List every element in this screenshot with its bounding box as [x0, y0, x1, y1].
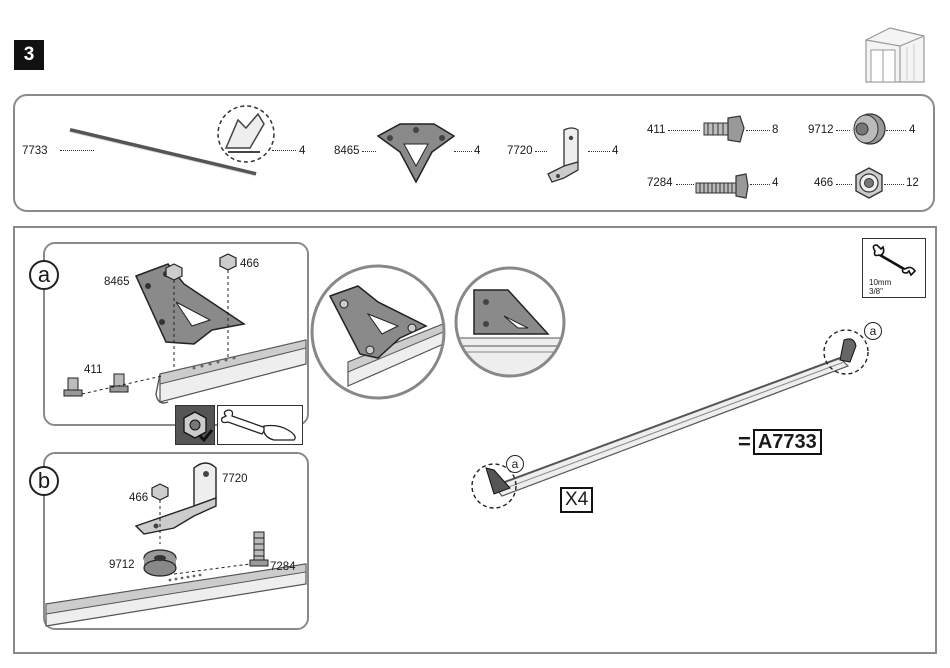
part-7284-qty: 4	[772, 177, 778, 189]
leader-dots	[884, 184, 904, 185]
leader-dots	[668, 130, 700, 131]
leader-dots	[836, 130, 850, 131]
zoom-detail-1	[308, 262, 448, 402]
part-466-qty: 12	[906, 177, 919, 189]
tool-size-inch: 3/8"	[869, 287, 883, 296]
leader-dots	[362, 151, 376, 152]
result-equals: =	[738, 429, 751, 455]
tool-size-panel: 10mm 3/8"	[862, 238, 926, 298]
part-7733-qty: 4	[299, 145, 305, 157]
leader-dots	[454, 151, 472, 152]
leader-dots	[836, 184, 852, 185]
result-multiplier: X4	[560, 487, 593, 513]
detail-a-bracket-label: 8465	[104, 276, 130, 288]
detail-a-nut-label: 466	[240, 258, 259, 270]
shed-icon	[860, 22, 930, 88]
part-7720-code: 7720	[507, 145, 533, 157]
part-7284-code: 7284	[647, 177, 673, 189]
part-8465-qty: 4	[474, 145, 480, 157]
part-9712-code: 9712	[808, 124, 834, 136]
leader-dots	[588, 151, 610, 152]
detail-a-drawing	[44, 244, 308, 424]
marker-a-right: a	[864, 322, 882, 340]
detail-b-nut-label: 466	[129, 492, 148, 504]
tool-size-mm: 10mm	[869, 278, 891, 287]
nut-466-image	[852, 166, 886, 200]
marker-a-left: a	[506, 455, 524, 473]
leader-dots	[60, 150, 94, 151]
assembled-rail-drawing	[460, 318, 890, 514]
rail-7733-image	[60, 100, 280, 180]
bracket-8465-image	[376, 122, 456, 186]
detail-b-bolt-label: 7284	[270, 561, 296, 573]
detail-a-bolt-label: 411	[84, 364, 102, 376]
wrench-hand-hint	[217, 405, 303, 445]
leader-dots	[886, 130, 906, 131]
leader-dots	[676, 184, 694, 185]
detail-b-hinge-label: 7720	[222, 473, 248, 485]
hinge-7720-image	[544, 126, 590, 186]
tighten-nut-hint	[175, 405, 215, 445]
detail-b-washer-label: 9712	[109, 559, 135, 571]
leader-dots	[272, 150, 296, 151]
part-411-code: 411	[647, 124, 665, 136]
part-9712-qty: 4	[909, 124, 915, 136]
part-7720-qty: 4	[612, 145, 618, 157]
washer-9712-image	[848, 112, 888, 146]
bolt-7284-image	[694, 170, 750, 200]
part-8465-code: 8465	[334, 145, 360, 157]
part-411-qty: 8	[772, 124, 778, 136]
part-7733-code: 7733	[22, 145, 48, 157]
part-466-code: 466	[814, 177, 833, 189]
wrench-icon	[869, 243, 919, 277]
detail-b-drawing	[44, 454, 308, 628]
leader-dots	[746, 130, 770, 131]
bolt-411-image	[700, 114, 746, 144]
leader-dots	[535, 151, 547, 152]
result-label: = A7733	[738, 429, 822, 455]
leader-dots	[750, 184, 770, 185]
step-number-badge: 3	[14, 40, 44, 70]
result-code: A7733	[753, 429, 822, 455]
